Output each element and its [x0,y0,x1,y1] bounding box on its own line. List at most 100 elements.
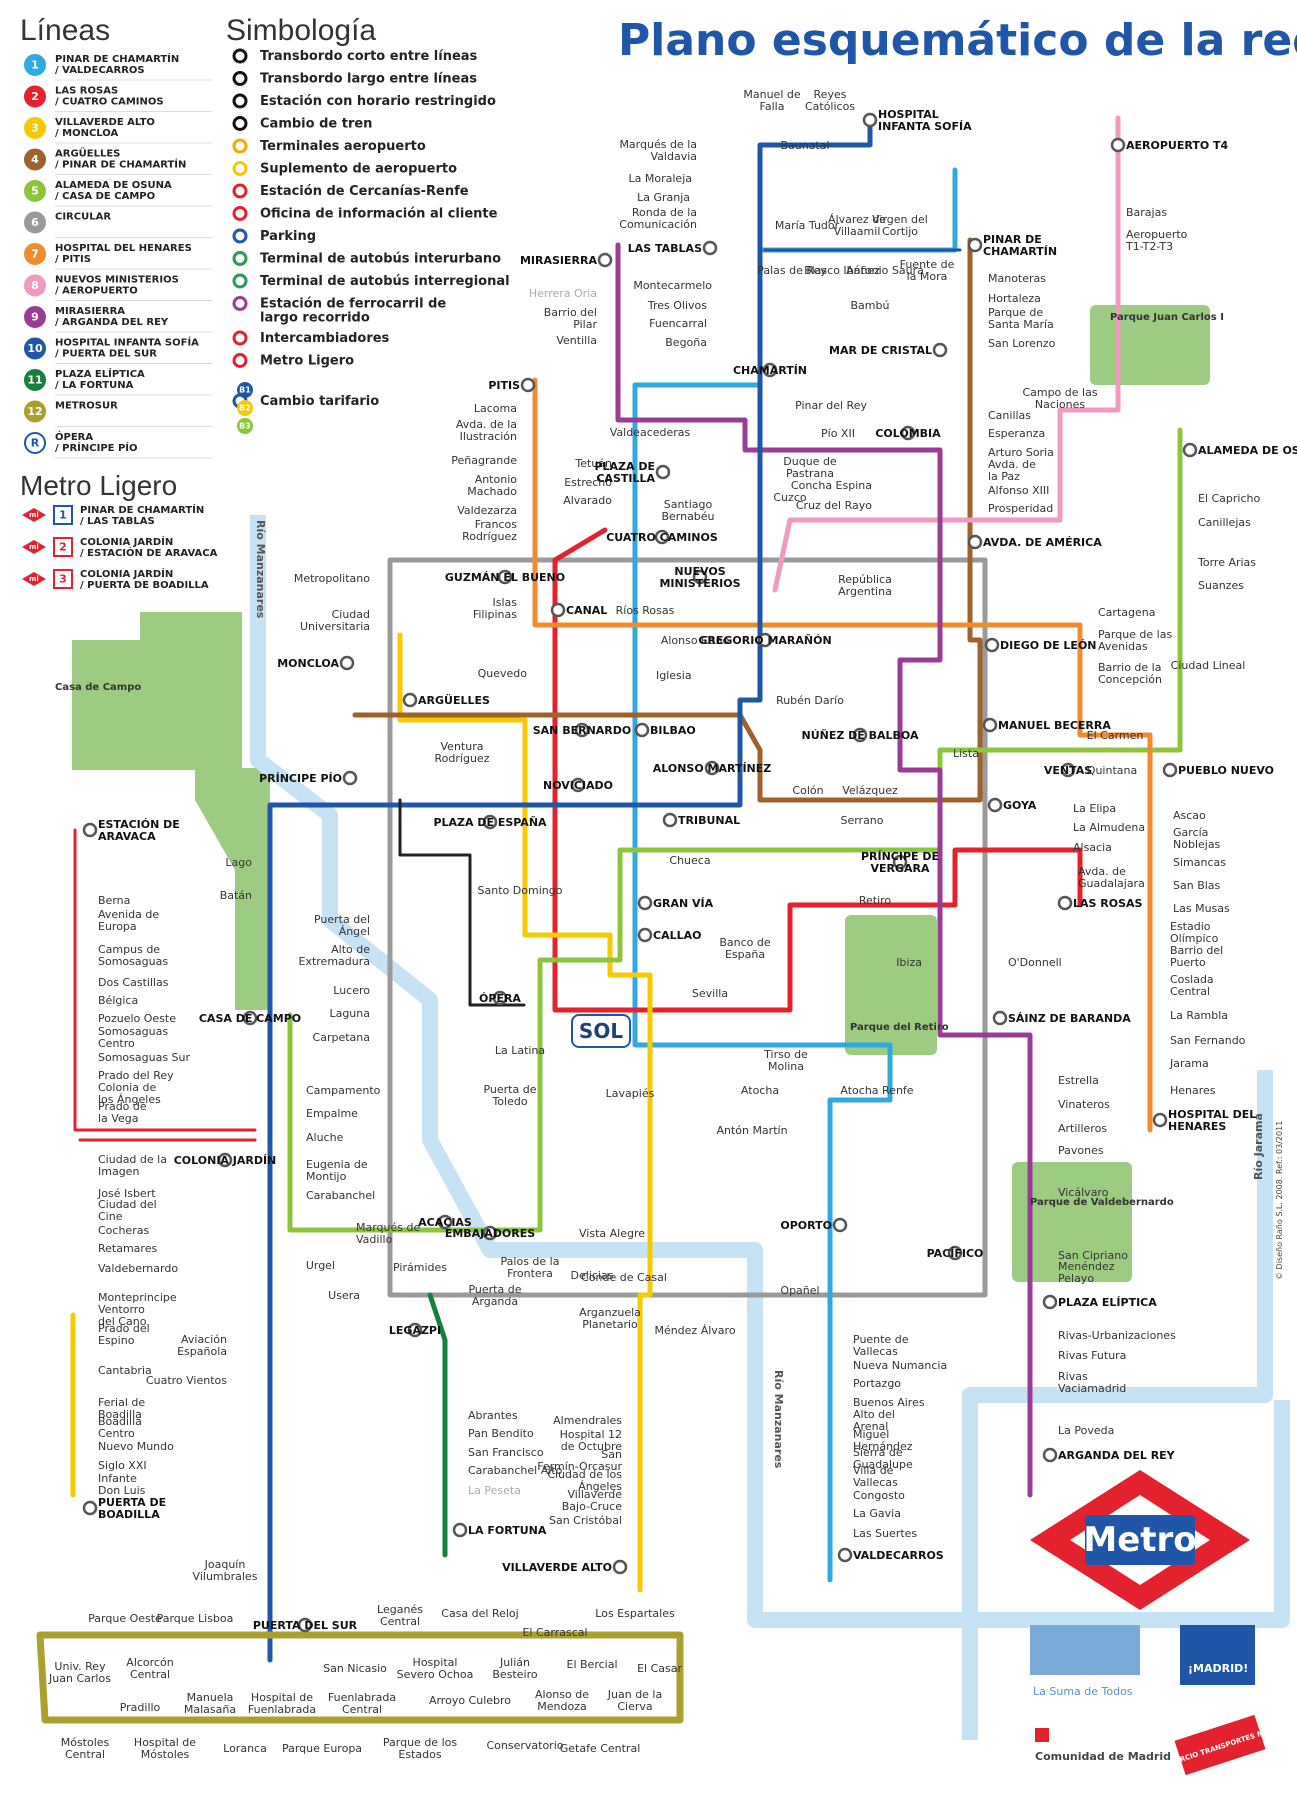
station-piramides[interactable]: Pirámides [393,1261,447,1274]
station-atocha-renfe[interactable]: Atocha Renfe [840,1084,913,1097]
station-puerta-del-sur[interactable]: PUERTA DEL SUR [253,1619,358,1632]
station-rivas-futura[interactable]: Rivas Futura [1058,1349,1126,1362]
station-rivas-urbanizaciones[interactable]: Rivas-Urbanizaciones [1058,1329,1176,1342]
station-penagrande[interactable]: Peñagrande [451,454,517,467]
station-san-francisco[interactable]: San Francisco [468,1446,544,1459]
station-goya[interactable]: GOYA [1003,799,1037,812]
station-prosperidad[interactable]: Prosperidad [988,502,1053,515]
station-gregorio-maranon[interactable]: GREGORIO MARAÑÓN [698,634,831,647]
station-carpetana[interactable]: Carpetana [313,1031,370,1044]
station-ventilla[interactable]: Ventilla [556,334,597,347]
station-nueva-numancia[interactable]: Nueva Numancia [853,1359,947,1372]
station-begona[interactable]: Begoña [665,336,707,349]
station-callao[interactable]: CALLAO [653,929,701,942]
station-belgica[interactable]: Bélgica [98,994,138,1007]
station-las-tablas[interactable]: LAS TABLAS [628,242,702,255]
station-laguna[interactable]: Laguna [329,1007,370,1020]
station-parque-oeste[interactable]: Parque Oeste [88,1612,162,1625]
station-manuel-becerra[interactable]: MANUEL BECERRA [998,719,1111,732]
station-bilbao[interactable]: BILBAO [650,724,696,737]
station-pueblo-nuevo[interactable]: PUEBLO NUEVO [1178,764,1274,777]
station-anton-martin[interactable]: Antón Martín [716,1124,787,1137]
station-la-peseta[interactable]: La Peseta [468,1484,521,1497]
station-lista[interactable]: Lista [953,747,979,760]
station-loranca[interactable]: Loranca [223,1742,267,1755]
station-casa-del-reloj[interactable]: Casa del Reloj [441,1607,518,1620]
station-noviciado[interactable]: NOVICIADO [543,779,613,792]
station-quevedo[interactable]: Quevedo [478,667,528,680]
station-la-latina[interactable]: La Latina [495,1044,545,1057]
station-el-casar[interactable]: El Casar [637,1662,682,1675]
station-conde-de-casal[interactable]: Conde de Casal [581,1271,667,1284]
station-valdeacederas[interactable]: Valdeacederas [610,426,691,439]
station-campamento[interactable]: Campamento [306,1084,381,1097]
station-cartagena[interactable]: Cartagena [1098,606,1155,619]
station-mar-de-cristal[interactable]: MAR DE CRISTAL [829,344,932,357]
station-pinar-del-rey[interactable]: Pinar del Rey [795,399,867,412]
station-artilleros[interactable]: Artilleros [1058,1122,1107,1135]
station-san-bernardo[interactable]: SAN BERNARDO [533,724,632,737]
station-nuevo-mundo[interactable]: Nuevo Mundo [98,1440,174,1453]
station-pozuelo-oeste[interactable]: Pozuelo Oeste [98,1012,176,1025]
station-jarama[interactable]: Jarama [1169,1057,1209,1070]
station-guzman-el-bueno[interactable]: GUZMÁN EL BUENO [445,571,565,584]
station-el-carrascal[interactable]: El Carrascal [522,1626,587,1639]
station-carabanchel[interactable]: Carabanchel [306,1189,375,1202]
station-pavones[interactable]: Pavones [1058,1144,1104,1157]
station-colonia-jardin[interactable]: COLONIA JARDÍN [174,1154,277,1167]
station-antonio-saura[interactable]: Antonio Saura [846,264,924,277]
station-getafe-central[interactable]: Getafe Central [560,1742,641,1755]
station-mirasierra[interactable]: MIRASIERRA [520,254,597,267]
station-abrantes[interactable]: Abrantes [468,1409,518,1422]
station-serrano[interactable]: Serrano [840,814,883,827]
station-jose-isbert[interactable]: José Isbert [97,1187,156,1200]
station-valdecarros[interactable]: VALDECARROS [853,1549,944,1562]
station-colon[interactable]: Colón [792,784,823,797]
station-lacoma[interactable]: Lacoma [474,402,517,415]
station-hortaleza[interactable]: Hortaleza [988,292,1041,305]
station-diego-de-leon[interactable]: DIEGO DE LEÓN [1000,639,1097,652]
station-blasco-ibanez[interactable]: Blasco Ibáñez [804,264,880,277]
station-lucero[interactable]: Lucero [333,984,370,997]
station-opanel[interactable]: Opañel [780,1284,819,1297]
station-las-rosas[interactable]: LAS ROSAS [1073,897,1143,910]
station-alonso-cano[interactable]: Alonso Cano [661,634,730,647]
station-arguelles[interactable]: ARGÜELLES [418,693,490,707]
station-fuencarral[interactable]: Fuencarral [649,317,707,330]
station-tres-olivos[interactable]: Tres Olivos [647,299,707,312]
station-alonso-martinez[interactable]: ALONSO MARTÍNEZ [653,762,772,775]
station-opera[interactable]: ÓPERA [479,992,521,1005]
station-la-fortuna[interactable]: LA FORTUNA [468,1524,547,1537]
station-las-musas[interactable]: Las Musas [1173,902,1230,915]
